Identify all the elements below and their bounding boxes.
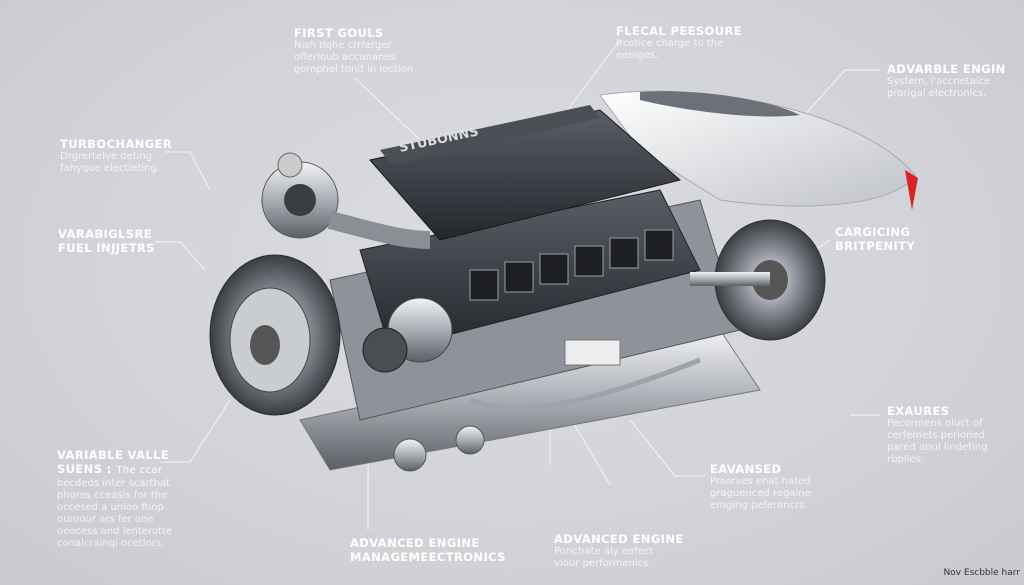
label-line: gomphel tonit in loction xyxy=(294,64,414,75)
label-variable-valve: VARIABLE VALLE SUENS : The ccar becdeds … xyxy=(57,448,177,550)
pulley-hub xyxy=(250,325,280,365)
label-line: graguenced regaine xyxy=(710,488,811,499)
label-cargicing: CARGICING BRITPENITY xyxy=(835,225,915,253)
label-title: EAVANSED xyxy=(710,462,782,476)
label-eavansed: EAVANSED Prsorves enat hated graguenced … xyxy=(710,462,811,512)
red-accent xyxy=(905,170,918,210)
label-turbochanger: TURBOCHANGER Drgrertelve deting fahyque … xyxy=(60,137,172,175)
label-line: Nish tlqhe crrferger xyxy=(294,40,392,51)
turbo-cap xyxy=(277,152,303,178)
label-line: rbplies. xyxy=(887,454,924,465)
label-advanced-engine: ADVANCED ENGINE Porichate aly eefect vio… xyxy=(554,532,684,570)
label-line: The ccar xyxy=(116,465,163,476)
label-line: conalcrainqi ocetlors. xyxy=(57,538,165,549)
label-line: viour performenics. xyxy=(554,558,652,569)
label-title: VARABIGLSRE xyxy=(58,227,152,241)
label-advanced-management: ADVANCED ENGINE MANAGEMEECTRONICS xyxy=(350,536,506,564)
label-line: oeocess and lenterotte xyxy=(57,526,172,537)
label-title: BRITPENITY xyxy=(835,239,916,253)
label-flecal-pressure: FLECAL PEESOURE Ircotice charge to the e… xyxy=(616,24,742,62)
gear xyxy=(362,327,408,373)
label-line: eenlges. xyxy=(616,50,659,61)
cowling-vent xyxy=(640,91,800,117)
injector-row xyxy=(469,229,674,301)
label-title: ADVARBLE ENGIN xyxy=(887,62,1006,76)
label-line: System, l'accnetaice xyxy=(887,76,991,87)
label-title: TURBOCHANGER xyxy=(60,137,173,151)
label-title: EXAURES xyxy=(887,404,950,418)
label-line: cerfemets perioned xyxy=(887,430,985,441)
label-line: phores cceasis for the xyxy=(57,490,168,501)
label-fuel-injectors: VARABIGLSRE FUEL INJJETRS xyxy=(58,227,155,255)
label-exaures: EXAURES Pecormens oluct of cerfemets per… xyxy=(887,404,988,466)
badge-plate xyxy=(380,105,600,165)
credit-text: Nov Escbble harr xyxy=(943,568,1020,578)
label-line: becdeds inter scarthat xyxy=(57,478,170,489)
label-line: ouroour ars fer one xyxy=(57,514,154,525)
label-title: CARGICING xyxy=(835,225,911,239)
label-line: Porichate aly eefect xyxy=(554,546,654,557)
label-advarble-engin: ADVARBLE ENGIN System, l'accnetaice pror… xyxy=(887,62,1006,100)
label-line: Drgrertelve deting xyxy=(60,151,153,162)
drive-shaft xyxy=(690,272,770,286)
label-line: Prsorves enat hated xyxy=(710,476,811,487)
label-title: SUENS : xyxy=(57,462,112,476)
turbo-inlet xyxy=(284,184,316,216)
label-first-gouls: FIRST GOULS Nish tlqhe crrferger offerlo… xyxy=(294,26,413,76)
label-title: FLECAL PEESOURE xyxy=(616,24,742,38)
ecu-module xyxy=(564,339,621,366)
sensor xyxy=(393,438,427,472)
label-title: MANAGEMEECTRONICS xyxy=(350,550,506,564)
intake-pipe xyxy=(327,211,431,249)
label-line: fahyque electleting. xyxy=(60,163,160,174)
label-line: occesed a unioo ftiop xyxy=(57,502,164,513)
label-title: VARIABLE VALLE xyxy=(57,448,170,462)
label-title: FIRST GOULS xyxy=(294,26,384,40)
label-line: Pecormens oluct of xyxy=(887,418,983,429)
label-title: FUEL INJJETRS xyxy=(58,241,155,255)
fuel-line xyxy=(469,357,701,411)
label-line: emging peferancrs. xyxy=(710,500,808,511)
label-title: ADVANCED ENGINE xyxy=(554,532,684,546)
sensor-2 xyxy=(455,425,485,455)
label-line: Ircotice charge to the xyxy=(616,38,724,49)
label-line: prorigal electronics. xyxy=(887,88,987,99)
leader-lines xyxy=(155,39,880,530)
label-line: pared anul lindeting xyxy=(887,442,988,453)
label-line: offerloub accunanes xyxy=(294,52,396,63)
label-title: ADVANCED ENGINE xyxy=(350,536,480,550)
